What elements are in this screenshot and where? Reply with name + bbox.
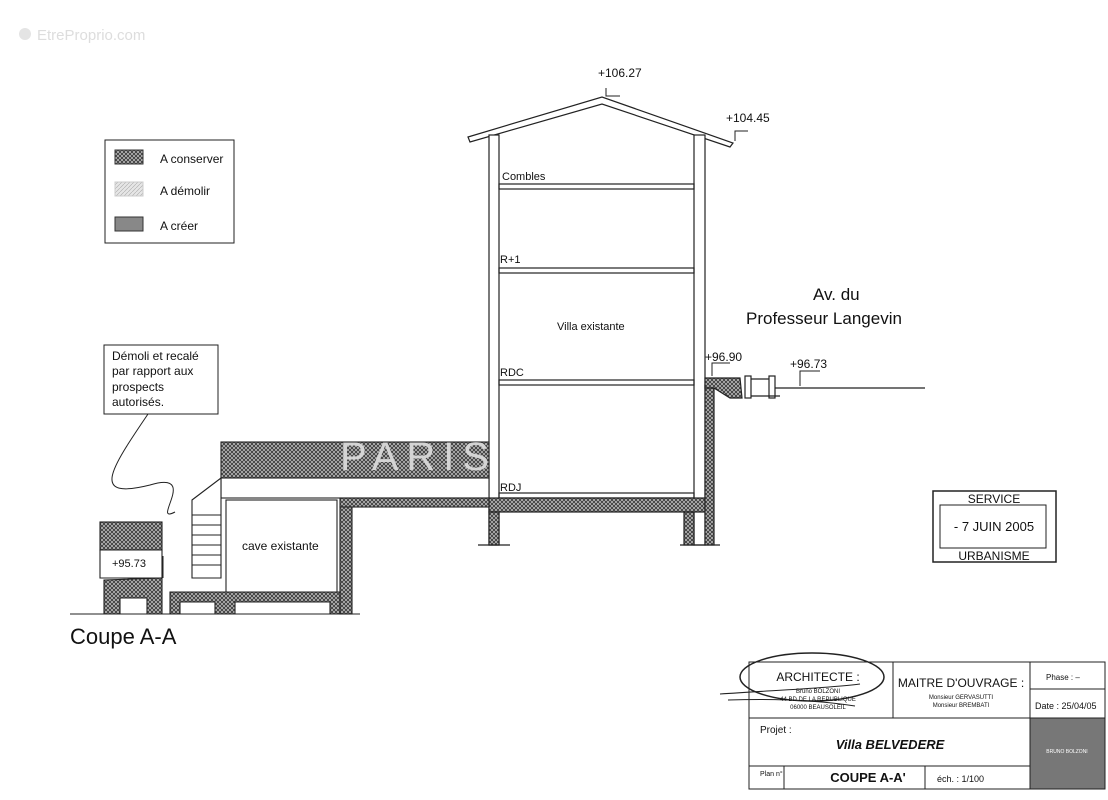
level-rdc: RDC <box>500 367 524 379</box>
watermark: EtreProprio.com <box>37 27 145 44</box>
legend-1-label: A démolir <box>160 184 210 198</box>
elevation-street: +96.73 <box>790 357 827 371</box>
street-label: Av. du <box>813 285 860 304</box>
demolition-callout: Démoli et recalé par rapport aux prospec… <box>103 344 219 515</box>
site-watermark: EtreProprio.com <box>19 27 145 44</box>
level-rdj: RDJ <box>500 482 521 494</box>
building-label: Villa existante <box>557 321 625 333</box>
stamp-top: SERVICE <box>968 492 1020 506</box>
stamp-date: - 7 JUIN 2005 <box>954 519 1034 534</box>
project-name: Villa BELVEDERE <box>836 737 945 752</box>
title-block-architecte-lines-2: 06000 BEAUSOLEIL <box>790 705 846 711</box>
phase: Phase : – <box>1046 673 1080 682</box>
title-block-maitre-lines-1: Monsieur BREMBATI <box>933 703 990 709</box>
elevation-roof-peak: +106.27 <box>598 66 642 80</box>
level-combles: Combles <box>502 171 546 183</box>
urbanisme-stamp: SERVICE - 7 JUIN 2005 URBANISME <box>932 490 1057 563</box>
villa-building <box>467 96 925 546</box>
callout-0: Démoli et recalé <box>112 349 199 363</box>
terrace-and-cellar <box>70 441 490 615</box>
architect-label: ARCHITECTE : <box>776 670 859 684</box>
elevation-eave: +104.45 <box>726 111 770 125</box>
date: Date : 25/04/05 <box>1035 701 1097 711</box>
legend-swatch-creer <box>114 216 144 232</box>
title-block-projet-label: Projet : <box>760 725 792 736</box>
title-block <box>719 652 1106 790</box>
callout-1: par rapport aux <box>112 364 193 378</box>
elevation-street-side: +96.90 <box>705 350 742 364</box>
cellar-label: cave existante <box>242 539 319 553</box>
section-title: Coupe A-A <box>70 624 177 649</box>
callout-3: autorisés. <box>112 395 164 409</box>
owner-label: MAITRE D'OUVRAGE : <box>898 676 1024 690</box>
title-block-plan-label: Plan n° <box>760 770 783 778</box>
title-block-architecte-lines-1: 44 BD DE LA REPUBLIQUE <box>780 697 856 703</box>
title-block-maitre-lines-0: Monsieur GERVASUTTI <box>929 695 993 701</box>
legend-swatch-demolir <box>114 181 144 197</box>
street-label-name: Professeur Langevin <box>746 309 902 328</box>
stamp-bottom: URBANISME <box>958 549 1029 563</box>
legend-0-label: A conserver <box>160 152 223 166</box>
legend: A conserver A démolir A créer <box>104 139 235 244</box>
overlay-watermark: PARIS <box>340 435 497 479</box>
plan-name: COUPE A-A' <box>830 770 906 785</box>
scale: éch. : 1/100 <box>937 774 984 784</box>
elevation-lower-garden: +95.73 <box>112 558 146 570</box>
legend-2-label: A créer <box>160 219 198 233</box>
callout-2: prospects <box>112 380 164 394</box>
architect-logo: BRUNO BOLZONI <box>1046 749 1087 755</box>
level-r1: R+1 <box>500 254 521 266</box>
legend-swatch-conserver <box>114 149 144 165</box>
title-block-architecte-lines-0: Bruno BOLZONI <box>796 689 840 695</box>
